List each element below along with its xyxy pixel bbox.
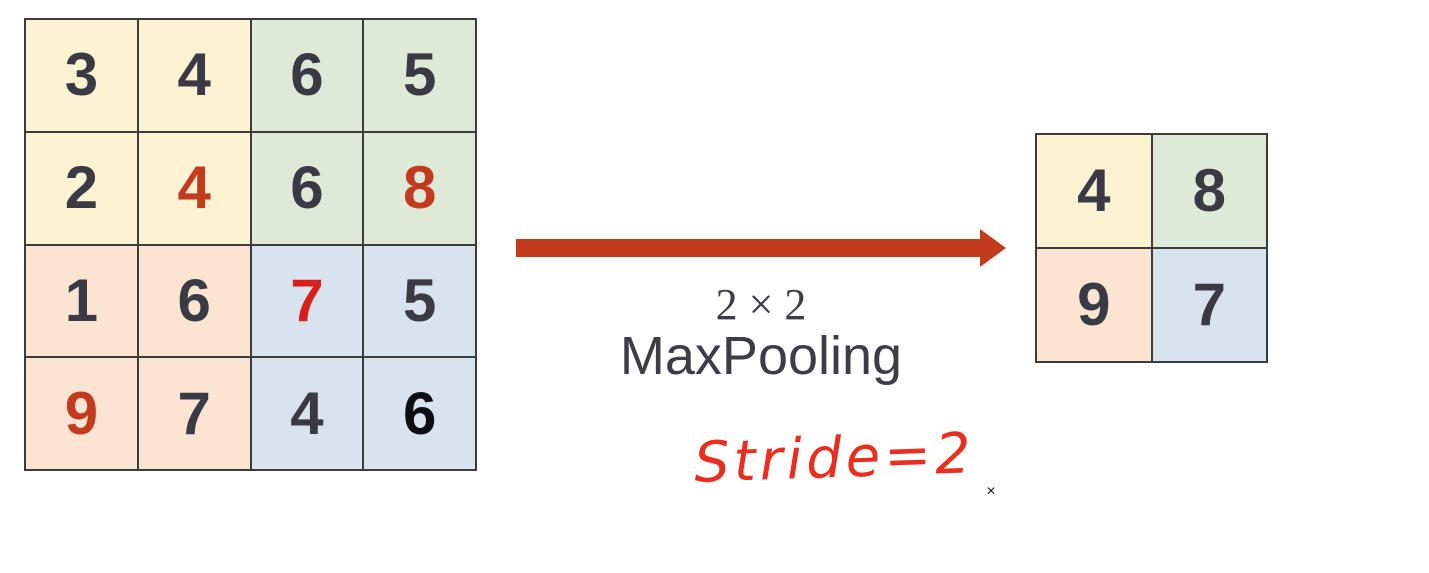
input-grid-cell: 4	[251, 358, 363, 469]
cell-value: 5	[402, 41, 437, 109]
input-grid-cell: 7	[251, 245, 363, 357]
input-grid-cell: 6	[251, 20, 363, 131]
input-grid-cell: 6	[138, 245, 250, 357]
input-grid-cell: 5	[364, 245, 475, 357]
arrow-right-icon	[516, 228, 1006, 268]
pooled-output-grid: 4 8 9 7	[1035, 133, 1268, 363]
cell-value: 6	[290, 41, 324, 109]
cell-value: 6	[177, 266, 211, 334]
cell-value: 2	[64, 154, 99, 222]
cell-value: 8	[1192, 157, 1226, 224]
cell-value: 8	[402, 154, 437, 222]
input-grid-cell: 3	[26, 20, 137, 131]
input-grid-cell: 4	[138, 20, 250, 131]
cell-value: 4	[1077, 157, 1111, 224]
operation-name-label: MaxPooling	[619, 326, 903, 386]
cell-value: 6	[402, 379, 437, 447]
cell-value: 1	[64, 266, 99, 334]
cell-value: 6	[290, 154, 324, 222]
input-grid-cell: 6	[251, 132, 363, 244]
input-grid-cell: 8	[364, 132, 475, 244]
input-grid-cell: 5	[364, 20, 475, 131]
output-grid-cell: 8	[1152, 135, 1266, 247]
input-grid-cell: 9	[26, 358, 137, 469]
cell-value: 7	[290, 266, 324, 334]
cell-value: 3	[64, 41, 99, 109]
cell-value: 4	[177, 154, 211, 222]
cell-value: 5	[402, 266, 437, 334]
cell-value: 4	[177, 41, 211, 109]
output-grid-cell: 7	[1152, 249, 1266, 361]
input-grid-cell: 7	[138, 358, 250, 469]
input-grid-cell: 2	[26, 132, 137, 244]
output-grid-cell: 9	[1037, 249, 1151, 361]
input-grid-cell: 6	[364, 358, 475, 469]
cell-value: 9	[64, 379, 99, 447]
input-feature-map-grid: 3 4 6 5 2 4 6 8 1 6 7 5 9 7 4 6	[24, 18, 477, 471]
cell-value: 4	[290, 379, 324, 447]
input-grid-cell: 1	[26, 245, 137, 357]
input-grid-cell: 4	[138, 132, 250, 244]
pool-size-label: 2 × 2	[715, 280, 807, 329]
output-grid-cell: 4	[1037, 135, 1151, 247]
cell-value: 7	[1192, 271, 1226, 338]
stride-annotation: Stride=2	[692, 421, 976, 496]
cell-value: 7	[177, 379, 211, 447]
cell-value: 9	[1077, 271, 1111, 338]
cursor-mark: ✕	[986, 484, 997, 498]
